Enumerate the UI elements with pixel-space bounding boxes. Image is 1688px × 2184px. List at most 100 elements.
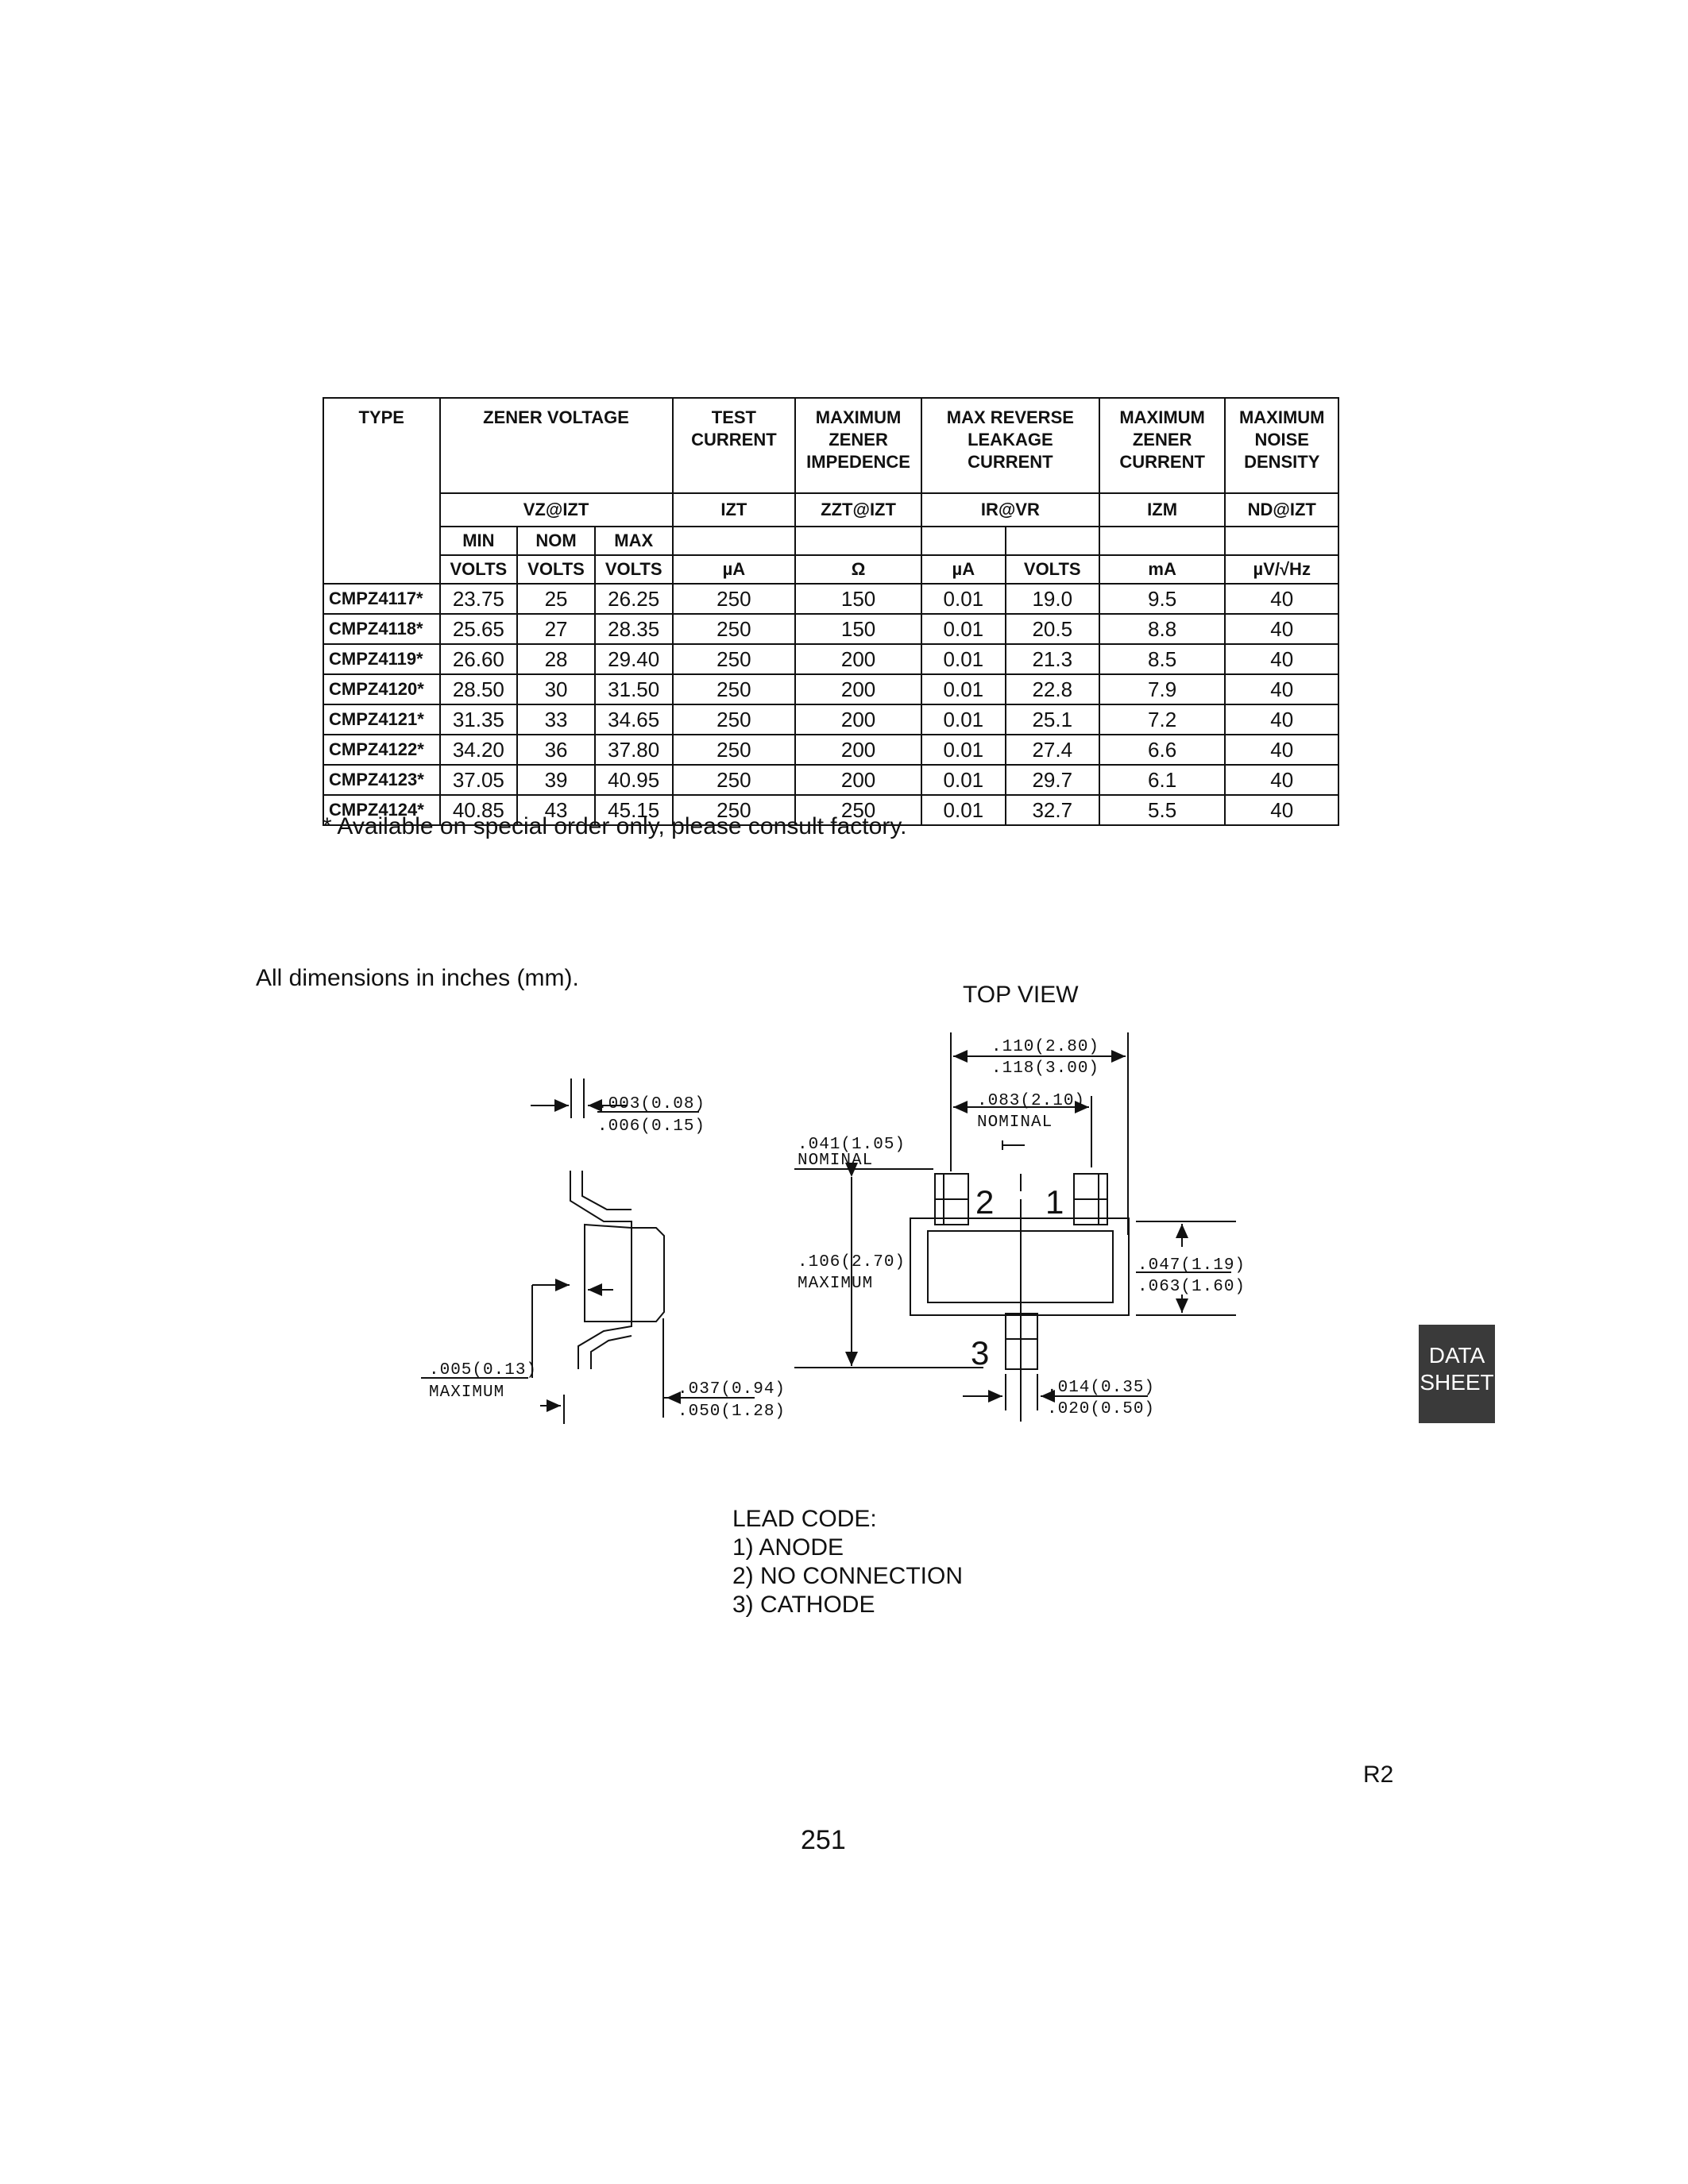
- table-symbol-row: VZ@IZT IZT ZZT@IZT IR@VR IZM ND@IZT: [323, 492, 1339, 527]
- header-max-noise-density: MAXIMUM NOISE DENSITY: [1224, 397, 1339, 494]
- subheader-blank: [920, 526, 1006, 556]
- unit-ohms: Ω: [794, 554, 922, 585]
- cell-zzt: 200: [794, 673, 922, 705]
- cell-vmax: 26.25: [593, 583, 674, 615]
- dim-width-a: .106(2.70): [798, 1253, 906, 1271]
- cell-vnom: 36: [516, 734, 596, 766]
- subheader-blank: [794, 526, 922, 556]
- unit-volts: VOLTS: [593, 554, 674, 585]
- dimensions-note: All dimensions in inches (mm).: [256, 965, 579, 991]
- symbol-izt: IZT: [671, 492, 797, 527]
- header-max-zener-current: MAXIMUM ZENER CURRENT: [1098, 397, 1226, 494]
- cell-type: CMPZ4117*: [323, 583, 441, 615]
- cell-izt: 250: [671, 583, 797, 615]
- package-drawing: .003(0.08) .006(0.15) .005(0.13) MAXIMUM…: [421, 1032, 1246, 1424]
- cell-vmin: 37.05: [438, 764, 519, 796]
- page-number: 251: [801, 1825, 846, 1855]
- data-sheet-tab: DATA SHEET: [1419, 1325, 1495, 1423]
- cell-vmin: 23.75: [438, 583, 519, 615]
- cell-izt: 250: [671, 704, 797, 735]
- revision-label: R2: [1363, 1761, 1394, 1788]
- cell-vmax: 28.35: [593, 613, 674, 645]
- table-header-row: TYPE ZENER VOLTAGE TEST CURRENT MAXIMUM …: [323, 397, 1339, 585]
- dim-overall-a: .110(2.80): [991, 1038, 1099, 1056]
- cell-zzt: 250: [794, 794, 922, 826]
- cell-vmax: 34.65: [593, 704, 674, 735]
- dim-pitch-b: NOMINAL: [977, 1113, 1053, 1132]
- cell-vr: 22.8: [1004, 673, 1100, 705]
- symbol-vz: VZ@IZT: [438, 492, 674, 527]
- cell-vmax: 40.95: [593, 764, 674, 796]
- cell-izm: 5.5: [1098, 794, 1226, 826]
- dim-height-b: .050(1.28): [678, 1403, 786, 1421]
- cell-ir: 0.01: [920, 764, 1006, 796]
- unit-volts: VOLTS: [516, 554, 596, 585]
- cell-izt: 250: [671, 673, 797, 705]
- cell-vr: 25.1: [1004, 704, 1100, 735]
- unit-volts: VOLTS: [438, 554, 519, 585]
- pin-1-label: 1: [1045, 1183, 1064, 1221]
- header-test-current: TEST CURRENT: [671, 397, 797, 494]
- cell-zzt: 150: [794, 613, 922, 645]
- symbol-nd: ND@IZT: [1224, 492, 1339, 527]
- cell-type: CMPZ4123*: [323, 764, 441, 796]
- cell-type: CMPZ4122*: [323, 734, 441, 766]
- cell-type: CMPZ4118*: [323, 613, 441, 645]
- dim-height-a: .037(0.94): [678, 1380, 786, 1399]
- dim-lead-spacing-a: .041(1.05): [798, 1136, 906, 1154]
- unit-microamps: µA: [671, 554, 797, 585]
- cell-vmax: 31.50: [593, 673, 674, 705]
- cell-type: CMPZ4121*: [323, 704, 441, 735]
- spec-table: TYPE ZENER VOLTAGE TEST CURRENT MAXIMUM …: [323, 397, 1339, 826]
- cell-nd: 40: [1224, 673, 1339, 705]
- cell-vmin: 28.50: [438, 673, 519, 705]
- cell-ir: 0.01: [920, 583, 1006, 615]
- dim-lead-spacing-b: NOMINAL: [798, 1152, 873, 1170]
- top-view: [794, 1032, 1236, 1422]
- cell-vnom: 27: [516, 613, 596, 645]
- header-zener-voltage: ZENER VOLTAGE: [438, 397, 674, 494]
- cell-vr: 19.0: [1004, 583, 1100, 615]
- dim-body-a: .047(1.19): [1138, 1256, 1246, 1275]
- subheader-blank: [671, 526, 797, 556]
- cell-vmax: 45.15: [593, 794, 674, 826]
- dim-lead-width-b: .020(0.50): [1047, 1400, 1155, 1418]
- cell-vnom: 28: [516, 643, 596, 675]
- cell-ir: 0.01: [920, 643, 1006, 675]
- cell-type: CMPZ4120*: [323, 673, 441, 705]
- cell-vmin: 34.20: [438, 734, 519, 766]
- pin-2-label: 2: [975, 1183, 994, 1221]
- cell-vnom: 25: [516, 583, 596, 615]
- cell-vr: 29.7: [1004, 764, 1100, 796]
- cell-zzt: 150: [794, 583, 922, 615]
- lead-code-item: 1) ANODE: [732, 1534, 844, 1561]
- table-subheader-row: MIN NOM MAX: [323, 526, 1339, 556]
- unit-noise: µV/√Hz: [1224, 554, 1339, 585]
- lead-code: LEAD CODE: 1) ANODE 2) NO CONNECTION 3) …: [732, 1505, 963, 1619]
- tab-line-2: SHEET: [1420, 1370, 1494, 1395]
- cell-vmin: 26.60: [438, 643, 519, 675]
- cell-vnom: 43: [516, 794, 596, 826]
- cell-ir: 0.01: [920, 794, 1006, 826]
- cell-vmax: 37.80: [593, 734, 674, 766]
- header-max-reverse-leakage: MAX REVERSE LEAKAGE CURRENT: [920, 397, 1100, 494]
- cell-nd: 40: [1224, 643, 1339, 675]
- cell-ir: 0.01: [920, 673, 1006, 705]
- header-max-zener-impedance: MAXIMUM ZENER IMPEDENCE: [794, 397, 922, 494]
- cell-vmin: 25.65: [438, 613, 519, 645]
- cell-izm: 7.9: [1098, 673, 1226, 705]
- cell-izm: 6.1: [1098, 764, 1226, 796]
- cell-type: CMPZ4124*: [323, 794, 441, 826]
- dim-pitch-a: .083(2.10): [977, 1092, 1085, 1110]
- cell-nd: 40: [1224, 613, 1339, 645]
- cell-izm: 6.6: [1098, 734, 1226, 766]
- cell-izt: 250: [671, 764, 797, 796]
- subheader-min: MIN: [438, 526, 519, 556]
- pin-3-label: 3: [971, 1334, 989, 1372]
- dim-body-b: .063(1.60): [1138, 1278, 1246, 1296]
